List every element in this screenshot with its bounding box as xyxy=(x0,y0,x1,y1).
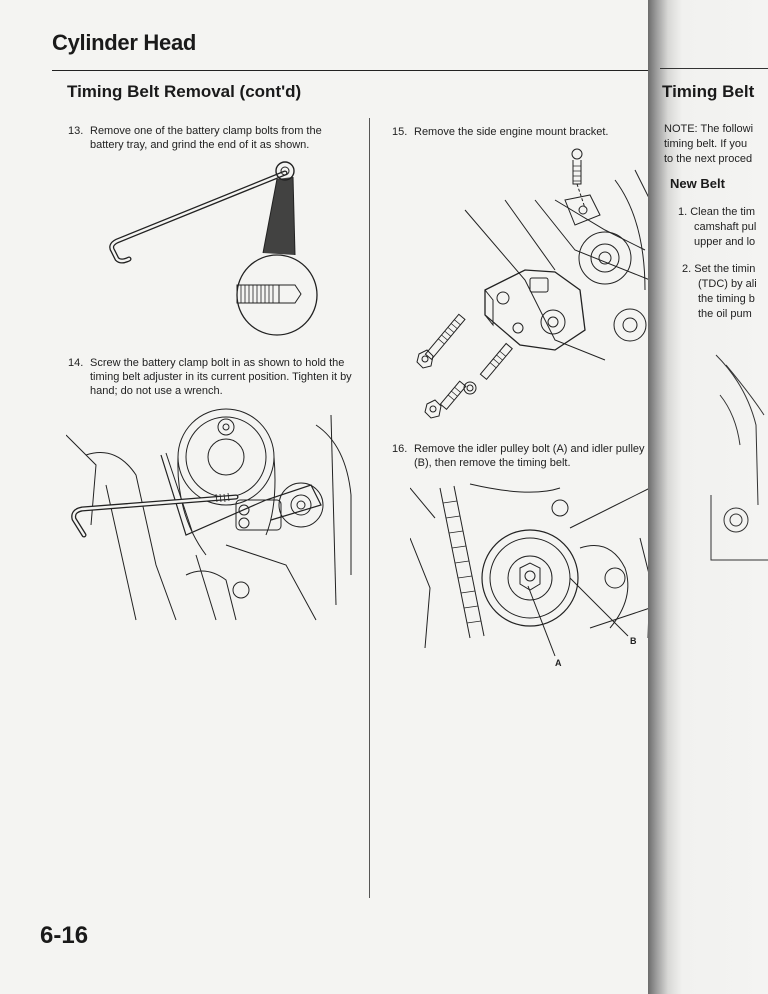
chapter-title: Cylinder Head xyxy=(52,30,197,55)
item-line: the oil pum xyxy=(698,308,752,320)
engine-mount-bracket-figure xyxy=(405,140,655,430)
note-line: timing belt. If you xyxy=(664,138,748,150)
page-number: 6-16 xyxy=(40,922,89,949)
step-text: Remove one of the battery clamp bolts fr… xyxy=(90,125,322,151)
step-number: 16. xyxy=(392,443,408,455)
label-a: A xyxy=(555,658,562,668)
item-line: (TDC) by ali xyxy=(698,278,757,290)
step-number: 15. xyxy=(392,126,408,138)
column-divider xyxy=(369,118,370,898)
adjacent-page-title: Timing Belt xyxy=(662,82,755,101)
belt-adjuster-figure xyxy=(66,405,356,630)
idler-pulley-figure: A B xyxy=(410,478,655,678)
item-line: the timing b xyxy=(698,293,755,305)
label-b: B xyxy=(630,636,637,646)
step-16: 16. Remove the idler pulley bolt (A) and … xyxy=(392,442,650,470)
step-14: 14. Screw the battery clamp bolt in as sh… xyxy=(68,356,358,398)
section-title: Timing Belt Removal (cont'd) xyxy=(67,82,302,101)
item-line: 2. Set the timin xyxy=(682,263,756,275)
bolt-figure xyxy=(95,155,335,345)
item-line: 1. Clean the tim xyxy=(678,206,756,218)
adjacent-page-subheading: New Belt xyxy=(670,176,725,191)
step-text: Remove the idler pulley bolt (A) and idl… xyxy=(414,443,645,469)
item-line: camshaft pul xyxy=(694,221,757,233)
item-line: upper and lo xyxy=(694,236,756,248)
header-rule xyxy=(52,70,762,71)
step-text: Screw the battery clamp bolt in as shown… xyxy=(90,357,352,397)
step-number: 13. xyxy=(68,125,84,137)
step-text: Remove the side engine mount bracket. xyxy=(414,126,609,138)
step-15: 15. Remove the side engine mount bracket. xyxy=(392,125,652,139)
adjacent-page: Timing Belt NOTE: The followi timing bel… xyxy=(648,0,768,994)
step-number: 14. xyxy=(68,357,84,369)
note-line: NOTE: The followi xyxy=(664,123,754,135)
adjacent-figure xyxy=(706,345,768,565)
note-line: to the next proced xyxy=(664,153,753,165)
step-13: 13. Remove one of the battery clamp bolts… xyxy=(68,124,358,152)
adjacent-page-rule xyxy=(660,68,768,69)
